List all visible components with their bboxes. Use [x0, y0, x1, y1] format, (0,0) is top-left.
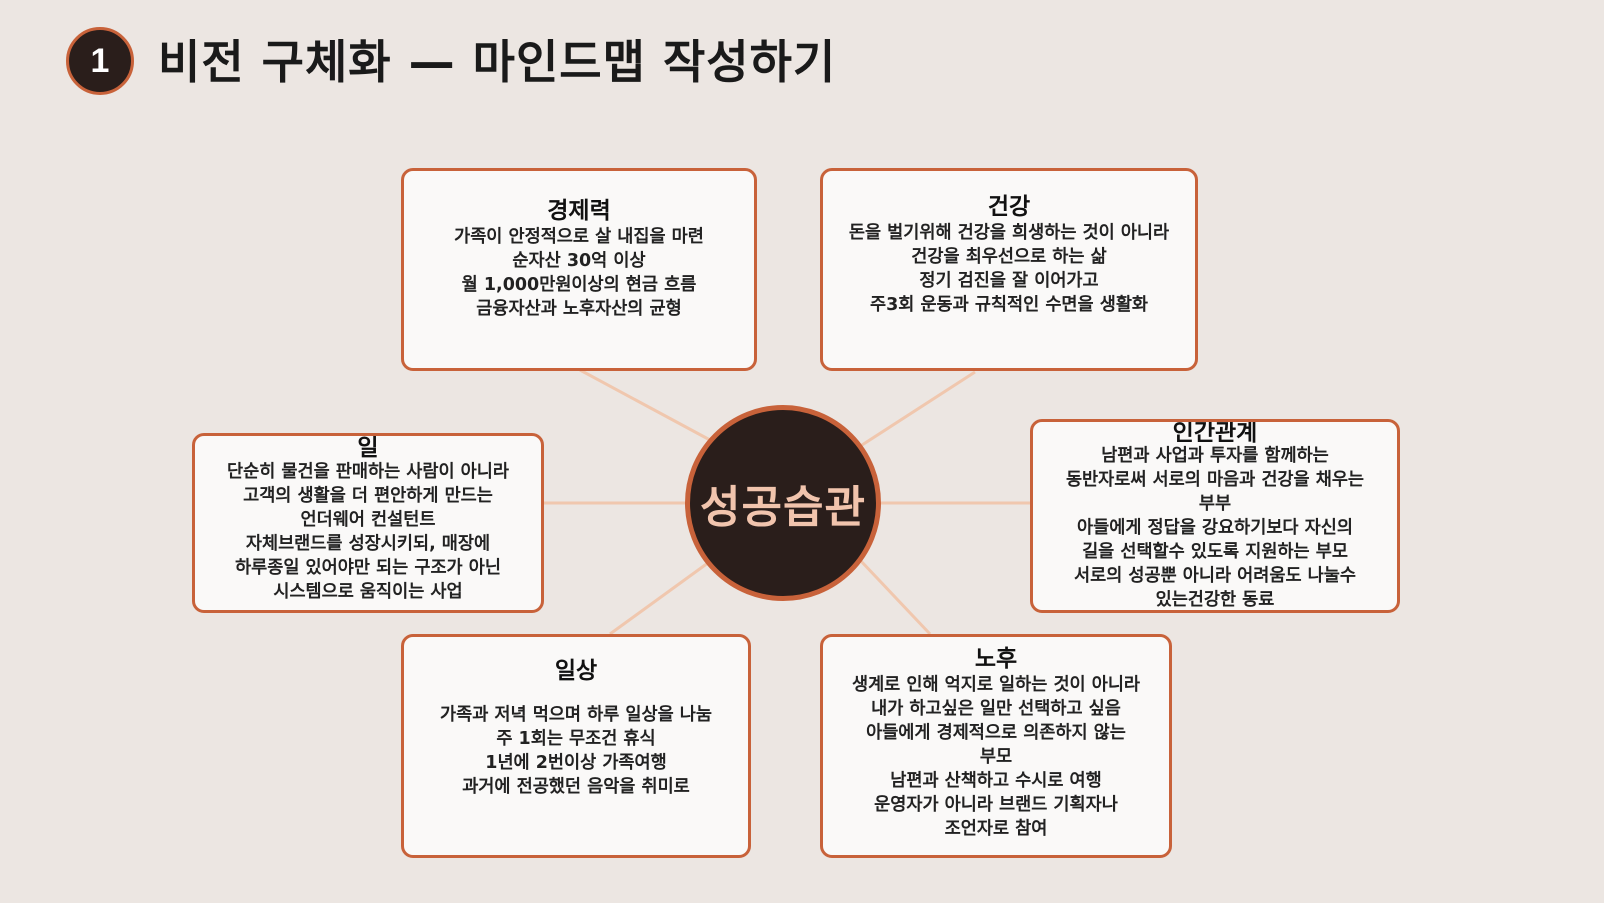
connector-retirement [858, 558, 932, 636]
node-retirement-line: 내가 하고싶은 일만 선택하고 싶음 [871, 699, 1121, 719]
node-relations-title: 인간관계 [1172, 420, 1258, 446]
node-daily: 일상 가족과 저녁 먹으며 하루 일상을 나눔 주 1회는 무조건 휴식 1년에… [401, 634, 751, 858]
page-title: 비전 구체화 — 마인드맵 작성하기 [158, 35, 837, 89]
node-work-line: 하루종일 있어야만 되는 구조가 아닌 [235, 558, 501, 578]
mindmap-center-node: 성공습관 [685, 405, 881, 601]
node-economy-line: 가족이 안정적으로 살 내집을 마련 [454, 227, 704, 247]
node-health-line: 주3회 운동과 규칙적인 수면을 생활화 [869, 295, 1149, 315]
node-work-title: 일 [357, 435, 379, 461]
node-retirement-line: 조언자로 참여 [944, 819, 1048, 839]
node-work-line: 언더웨어 컨설턴트 [300, 510, 436, 530]
node-relations-line: 길을 선택할수 있도록 지원하는 부모 [1082, 542, 1348, 562]
node-daily-line: 주 1회는 무조건 휴식 [496, 729, 656, 749]
node-work-line: 자체브랜드를 성장시키되, 매장에 [245, 534, 491, 554]
node-daily-line: 1년에 2번이상 가족여행 [485, 753, 667, 773]
node-economy-title: 경제력 [547, 198, 611, 224]
node-relations-line: 동반자로써 서로의 마음과 건강을 채우는 [1065, 470, 1365, 490]
node-economy-line: 금융자산과 노후자산의 균형 [476, 299, 682, 319]
connector-daily [609, 558, 713, 636]
node-retirement-line: 부모 [979, 747, 1013, 767]
node-retirement-line: 아들에게 경제적으로 의존하지 않는 [866, 723, 1126, 743]
node-daily-line: 가족과 저녁 먹으며 하루 일상을 나눔 [440, 705, 712, 725]
node-relations-line: 아들에게 정답을 강요하기보다 자신의 [1077, 518, 1353, 538]
node-retirement: 노후 생계로 인해 억지로 일하는 것이 아니라 내가 하고싶은 일만 선택하고… [820, 634, 1172, 858]
node-daily-title: 일상 [554, 658, 598, 684]
node-economy: 경제력 가족이 안정적으로 살 내집을 마련 순자산 30억 이상 월 1,00… [401, 168, 757, 371]
connector-economy [579, 368, 711, 442]
node-retirement-title: 노후 [974, 646, 1018, 672]
node-work: 일 단순히 물건을 판매하는 사람이 아니라 고객의 생활을 더 편안하게 만드… [192, 433, 544, 613]
node-work-line: 단순히 물건을 판매하는 사람이 아니라 [227, 462, 509, 482]
node-health-line: 정기 검진을 잘 이어가고 [919, 271, 1099, 291]
node-health-line: 건강을 최우선으로 하는 삶 [911, 247, 1107, 267]
node-work-line: 시스템으로 움직이는 사업 [273, 582, 463, 602]
node-relations-line: 서로의 성공뿐 아니라 어려움도 나눌수 [1074, 566, 1356, 586]
node-retirement-line: 남편과 산책하고 수시로 여행 [890, 771, 1102, 791]
node-relations: 인간관계 남편과 사업과 투자를 함께하는 동반자로써 서로의 마음과 건강을 … [1030, 419, 1400, 613]
connector-health [861, 370, 976, 447]
node-health-title: 건강 [987, 194, 1031, 220]
node-daily-line: 과거에 전공했던 음악을 취미로 [462, 777, 690, 797]
step-number-badge: 1 [66, 27, 134, 95]
node-retirement-line: 운영자가 아니라 브랜드 기획자나 [874, 795, 1118, 815]
node-economy-line: 월 1,000만원이상의 현금 흐름 [461, 275, 697, 295]
node-retirement-line: 생계로 인해 억지로 일하는 것이 아니라 [851, 675, 1141, 695]
node-health: 건강 돈을 벌기위해 건강을 희생하는 것이 아니라 건강을 최우선으로 하는 … [820, 168, 1198, 371]
node-work-line: 고객의 생활을 더 편안하게 만드는 [243, 486, 493, 506]
node-relations-line: 있는건강한 동료 [1155, 590, 1275, 610]
node-health-line: 돈을 벌기위해 건강을 희생하는 것이 아니라 [848, 223, 1170, 243]
node-economy-line: 순자산 30억 이상 [512, 251, 646, 271]
node-relations-line: 남편과 사업과 투자를 함께하는 [1101, 446, 1329, 466]
node-relations-line: 부부 [1198, 494, 1232, 514]
